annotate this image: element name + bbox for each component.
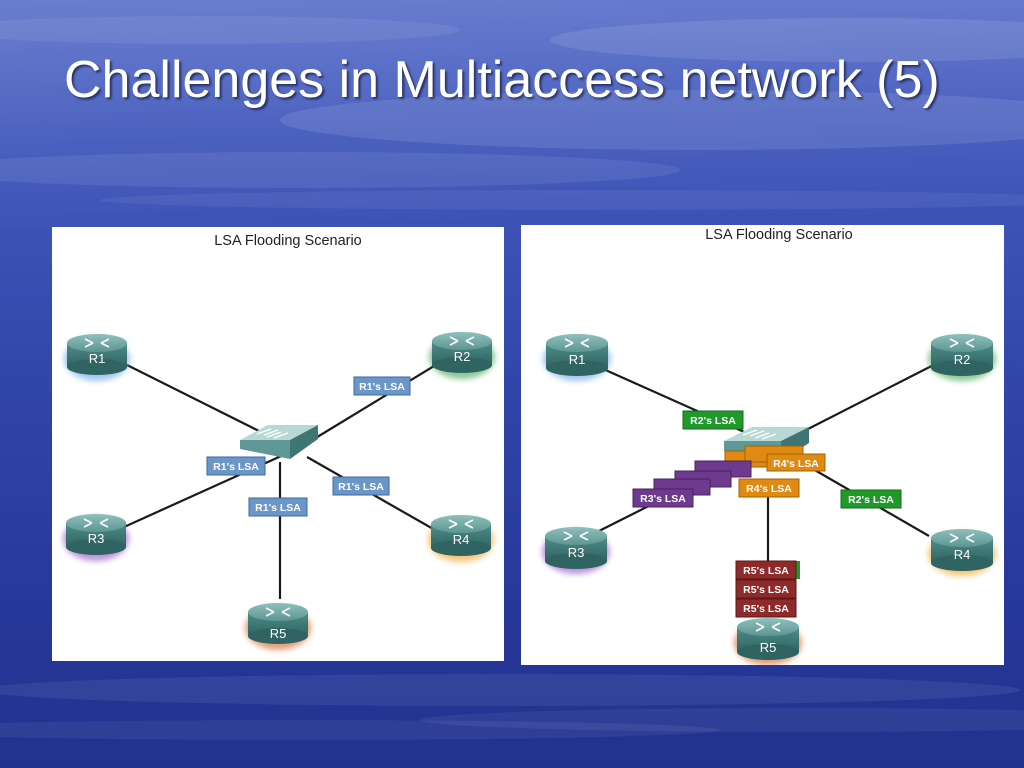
lsa-label: R5's LSA	[743, 603, 789, 615]
router-r3: R3	[63, 514, 129, 561]
lsa-tag-green: R2's LSA	[840, 489, 902, 509]
lsa-tag: R1's LSA	[248, 497, 308, 517]
lsa-tag: R1's LSA	[353, 376, 411, 396]
switch-icon	[240, 425, 318, 459]
router-arrows-icon	[949, 338, 975, 348]
lsa-label: R1's LSA	[359, 381, 405, 393]
router-arrows-icon	[449, 336, 475, 346]
lsa-tag: R1's LSA	[332, 476, 390, 496]
lsa-label: R4's LSA	[773, 458, 819, 470]
lsa-label: R4's LSA	[746, 483, 792, 495]
lsa-label: R1's LSA	[338, 481, 384, 493]
router-label: R3	[568, 545, 585, 560]
router-r1: R1	[543, 334, 611, 381]
diagram-title: LSA Flooding Scenario	[214, 233, 362, 249]
router-label: R1	[89, 351, 106, 366]
router-r1: R1	[64, 334, 130, 381]
router-label: R2	[954, 352, 971, 367]
router-arrows-icon	[265, 607, 291, 617]
router-r4: R4	[928, 529, 996, 576]
lsa-label: R2's LSA	[690, 415, 736, 427]
router-r5: R5	[245, 603, 311, 650]
diagram-left: LSA Flooding Scenario R1	[52, 227, 504, 661]
router-arrows-icon	[564, 338, 590, 348]
router-r5: R5	[734, 618, 802, 665]
router-r3: R3	[542, 527, 610, 574]
diagram-title: LSA Flooding Scenario	[705, 227, 853, 243]
lsa-tag-orange: R4's LSA	[738, 478, 800, 498]
lsa-tag-purple: R3's LSA	[632, 488, 694, 508]
lsa-tag-red: R5's LSA	[735, 598, 797, 618]
router-label: R5	[270, 626, 287, 641]
router-arrows-icon	[755, 622, 781, 632]
router-arrows-icon	[563, 531, 589, 541]
router-label: R3	[88, 531, 105, 546]
lsa-tag-orange: R4's LSA	[766, 453, 826, 472]
router-r2: R2	[928, 334, 996, 381]
router-label: R4	[453, 532, 470, 547]
lsa-tag-green: R2's LSA	[682, 410, 744, 430]
router-label: R1	[569, 352, 586, 367]
router-label: R4	[954, 547, 971, 562]
lsa-tag-red: R5's LSA	[735, 560, 800, 580]
router-arrows-icon	[84, 338, 110, 348]
diagram-right: LSA Flooding Scenario R1	[521, 225, 1004, 665]
router-arrows-icon	[448, 519, 474, 529]
router-arrows-icon	[949, 533, 975, 543]
slide-title: Challenges in Multiaccess network (5)	[64, 51, 940, 109]
lsa-label: R3's LSA	[640, 493, 686, 505]
lsa-label: R5's LSA	[743, 584, 789, 596]
lsa-label: R2's LSA	[848, 494, 894, 506]
lsa-tag-red: R5's LSA	[735, 579, 797, 599]
router-r4: R4	[428, 515, 494, 562]
router-arrows-icon	[83, 518, 109, 528]
router-label: R2	[454, 349, 471, 364]
lsa-label: R1's LSA	[213, 461, 259, 473]
router-r2: R2	[429, 332, 495, 379]
lsa-label: R5's LSA	[743, 565, 789, 577]
lsa-tag: R1's LSA	[206, 456, 266, 476]
lsa-label: R1's LSA	[255, 502, 301, 514]
router-label: R5	[760, 640, 777, 655]
lsa-tag-stack-purple	[653, 460, 752, 496]
network-links	[123, 348, 463, 599]
